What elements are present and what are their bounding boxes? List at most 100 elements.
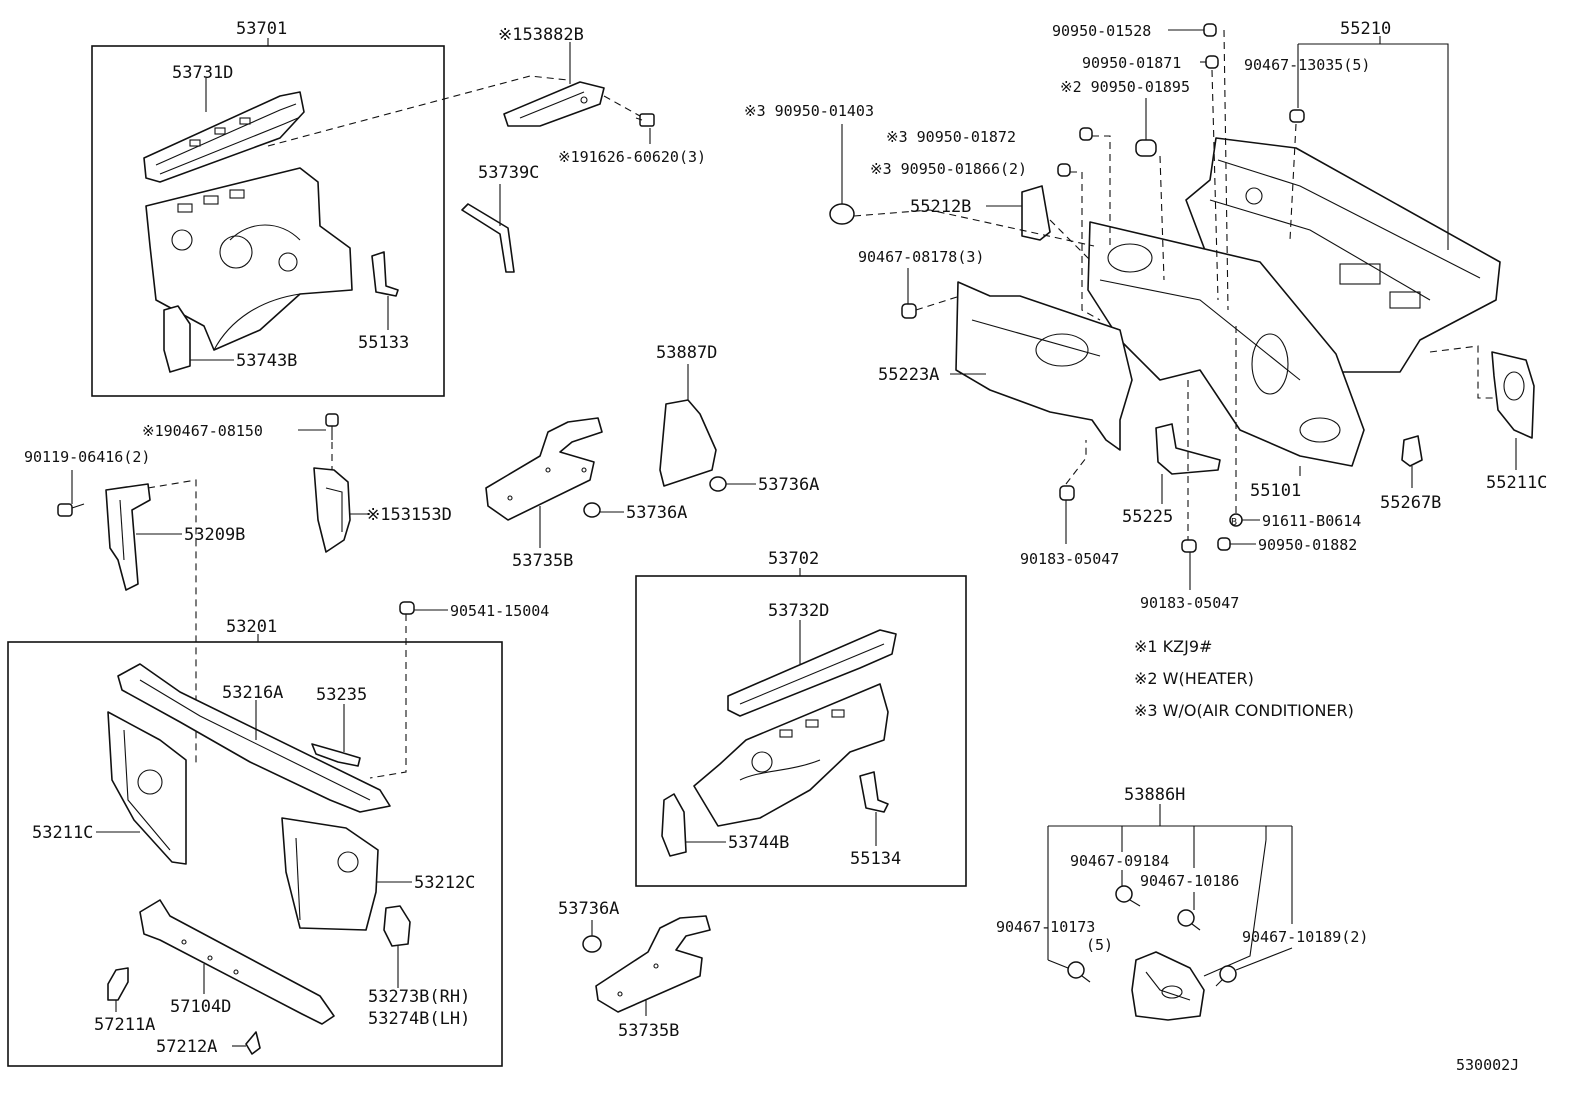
callout-55223A: 55223A: [878, 365, 939, 385]
clip-90467-09184-icon: [1115, 885, 1141, 907]
dashed-guide-15004: [369, 614, 407, 779]
callout-55211C: 55211C: [1486, 473, 1547, 493]
dashed-guide-05047-a: [1065, 440, 1087, 485]
clip-90950-01528-icon: [1203, 23, 1217, 37]
dashed-guide-08178: [915, 295, 961, 311]
part-53744B: [661, 793, 687, 857]
callout-53211C: 53211C: [32, 823, 93, 843]
callout-53735B-b: 53735B: [618, 1021, 679, 1041]
clip-53736A-b-icon: [583, 502, 601, 518]
callout-91626: ※191626-60620(3): [558, 148, 706, 166]
part-53731D: [143, 91, 305, 183]
part-53887D: [659, 399, 717, 487]
legend-item-3: ※3 W/O(AIR CONDITIONER): [1134, 701, 1354, 720]
clip-90950-01866-icon: [1057, 163, 1071, 177]
clip-90467-08178-icon: [901, 303, 917, 319]
callout-53736A-a: 53736A: [758, 475, 819, 495]
dashed-guide-53731D: [267, 75, 569, 147]
part-55212B: [1021, 185, 1051, 241]
callout-55267B: 55267B: [1380, 493, 1441, 513]
part-53212C: [281, 817, 379, 931]
dashed-guide-01866: [1070, 171, 1101, 321]
part-55211C: [1491, 351, 1535, 439]
callout-90467-10173-qty: (5): [1086, 936, 1113, 954]
part-53735B-b: [595, 915, 711, 1013]
part-153882B: [503, 81, 605, 127]
clip-90950-01872-icon: [1079, 127, 1093, 141]
part-53702-panel: [693, 683, 889, 827]
callout-53274B: 53274B(LH): [368, 1009, 470, 1029]
callout-55212B: 55212B: [910, 197, 971, 217]
part-53211C: [107, 711, 187, 865]
callout-90950-01871: 90950-01871: [1082, 54, 1181, 72]
callout-90183-05047-a: 90183-05047: [1020, 550, 1119, 568]
part-53701-panel: [145, 167, 353, 351]
callout-53273B: 53273B(RH): [368, 987, 470, 1007]
part-53743B: [163, 305, 191, 373]
part-53209B: [105, 483, 151, 591]
callout-53736A-b: 53736A: [626, 503, 687, 523]
plug-90950-01403-icon: [829, 203, 855, 225]
callout-53235: 53235: [316, 685, 367, 705]
callout-57212A: 57212A: [156, 1037, 217, 1057]
callout-90467-08178: 90467-08178(3): [858, 248, 984, 266]
clip-90950-01882-icon: [1217, 537, 1231, 551]
callout-57104D: 57104D: [170, 997, 231, 1017]
callout-53201: 53201: [226, 617, 277, 637]
leader-90467-10173: [1047, 959, 1069, 969]
callout-53886H: 53886H: [1124, 785, 1185, 805]
part-57211A: [107, 967, 129, 1001]
group-box-53702: [635, 575, 967, 887]
leader-55210-a: [1298, 43, 1449, 250]
part-53735B-a: [485, 417, 603, 521]
callout-53736A-c: 53736A: [558, 899, 619, 919]
callout-153882B: ※153882B: [498, 25, 584, 45]
part-53732D: [727, 629, 897, 717]
part-53216A: [117, 663, 391, 813]
clip-90183-05047-b-icon: [1181, 539, 1197, 553]
part-55223A: [955, 281, 1133, 451]
clip-90950-01871-icon: [1205, 55, 1219, 69]
callout-90950-01403: ※3 90950-01403: [744, 102, 874, 120]
clip-90467-13035-icon: [1289, 109, 1305, 123]
callout-55101: 55101: [1250, 481, 1301, 501]
callout-57211A: 57211A: [94, 1015, 155, 1035]
clip-90467-10173-icon: [1067, 961, 1091, 983]
callout-90541-15004: 90541-15004: [450, 602, 549, 620]
legend-item-2: ※2 W(HEATER): [1134, 669, 1254, 688]
callout-91611: 91611-B0614: [1262, 512, 1361, 530]
callout-55134: 55134: [850, 849, 901, 869]
nut-90541-15004-icon: [399, 601, 415, 615]
dashed-guide-01403: [853, 209, 1095, 247]
dashed-guide-53209B: [147, 479, 197, 764]
callout-53731D: 53731D: [172, 63, 233, 83]
dashed-guide-01528: [1223, 29, 1229, 311]
callout-90950-01895: ※2 90950-01895: [1060, 78, 1190, 96]
callout-90467-13035: 90467-13035(5): [1244, 56, 1370, 74]
callout-90119-06416: 90119-06416(2): [24, 448, 150, 466]
callout-90467-10173: 90467-10173: [996, 918, 1095, 936]
leader-90467-10189: [1235, 947, 1293, 971]
dashed-guide-01872: [1092, 135, 1111, 250]
part-57212A: [245, 1031, 261, 1055]
callout-90950-01872: ※3 90950-01872: [886, 128, 1016, 146]
callout-90950-01528: 90950-01528: [1052, 22, 1151, 40]
dashed-guide-55211C: [1429, 345, 1494, 399]
part-53886H-pad: [1131, 951, 1205, 1021]
dashed-guide-91626: [603, 95, 641, 117]
callout-90467-10186: 90467-10186: [1140, 872, 1239, 890]
clip-90467-10189-icon: [1215, 965, 1237, 987]
callout-53735B-a: 53735B: [512, 551, 573, 571]
clip-90467-10186-icon: [1177, 909, 1201, 931]
callout-53212C: 53212C: [414, 873, 475, 893]
bolt-91626-icon: [635, 113, 655, 127]
grommet-90950-01895-icon: [1135, 139, 1157, 157]
part-55134: [859, 771, 889, 813]
callout-53209B: 53209B: [184, 525, 245, 545]
callout-53744B: 53744B: [728, 833, 789, 853]
callout-90467-10189: 90467-10189(2): [1242, 928, 1368, 946]
dashed-guide-55212B: [1049, 219, 1091, 261]
callout-53216A: 53216A: [222, 683, 283, 703]
legend-item-1: ※1 KZJ9#: [1134, 637, 1212, 656]
